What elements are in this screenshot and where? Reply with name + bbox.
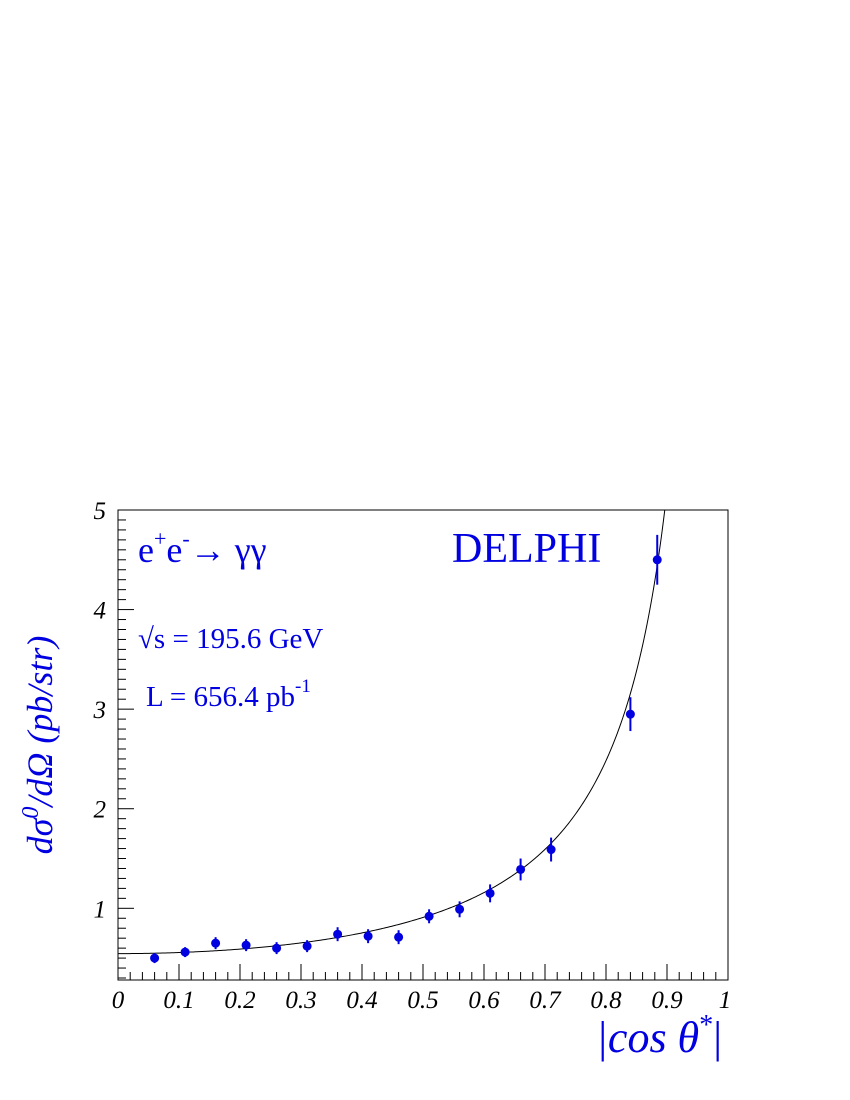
y-tick-label: 5 [94,498,107,525]
x-axis-title-main: |cos θ [596,1013,699,1062]
data-point [455,904,465,914]
y-tick-label: 1 [94,896,107,923]
x-tick-label: 0.5 [407,987,438,1014]
y-axis-title-d: dσ [20,817,60,854]
process-arrow: → γγ [190,530,267,570]
data-point [625,709,635,719]
experiment-label: DELPHI [452,526,601,572]
y-axis-title-rest: /dΩ (pb/str) [20,636,60,809]
tick-labels: 0 0.1 0.2 0.3 0.4 0.5 0.6 0.7 0.8 0.9 1 1 2 3 4 5 [93,498,732,1014]
y-tick-label: 4 [94,598,107,625]
x-axis-title-sup: * [699,1010,713,1041]
process-sup1: + [154,526,166,551]
x-axis-title: |cos θ*| [596,1010,722,1062]
y-tick-label: 2 [94,797,107,824]
y-axis-title: dσ0/dΩ (pb/str) [18,636,60,855]
data-point [652,555,662,565]
x-tick-label: 0.9 [651,987,683,1014]
data-points [150,534,662,964]
process-label: e+e-→ γγ [138,526,267,570]
data-point [211,938,221,948]
data-point [485,888,495,898]
x-tick-label: 0.7 [529,987,562,1014]
data-point [180,947,190,957]
process-e2: e [166,530,182,570]
x-tick-label: 0.2 [224,987,255,1014]
fit-curve [118,509,666,955]
y-axis-title-sup: 0 [18,807,44,819]
x-tick-label: 1 [719,987,732,1014]
x-tick-label: 0.1 [163,987,194,1014]
lumi-label: L = 656.4 pb-1 [146,676,311,713]
energy-root: √ [138,623,154,655]
plot-frame [117,509,729,981]
data-point [546,845,556,855]
x-tick-label: 0.4 [346,987,377,1014]
y-tick-label: 3 [93,697,107,724]
x-tick-label: 0 [112,987,125,1014]
data-point [424,911,434,921]
data-point [516,864,526,874]
energy-text: s = 195.6 GeV [154,623,323,655]
lumi-sup: -1 [295,676,311,697]
data-point [333,929,343,939]
process-e1: e [138,530,154,570]
lumi-text: L = 656.4 pb [146,681,295,713]
energy-label: √s = 195.6 GeV [138,623,323,655]
data-point [150,953,160,963]
axis-ticks [117,509,729,980]
process-sup2: - [182,526,189,551]
data-point [272,943,282,953]
data-point [302,941,312,951]
data-point [363,931,373,941]
x-axis-title-close: | [713,1013,722,1062]
x-tick-label: 0.3 [285,987,316,1014]
data-point [241,940,251,950]
fit-curve-group [118,509,666,955]
x-tick-label: 0.6 [468,987,500,1014]
data-point [394,932,404,942]
x-tick-label: 0.8 [590,987,622,1014]
